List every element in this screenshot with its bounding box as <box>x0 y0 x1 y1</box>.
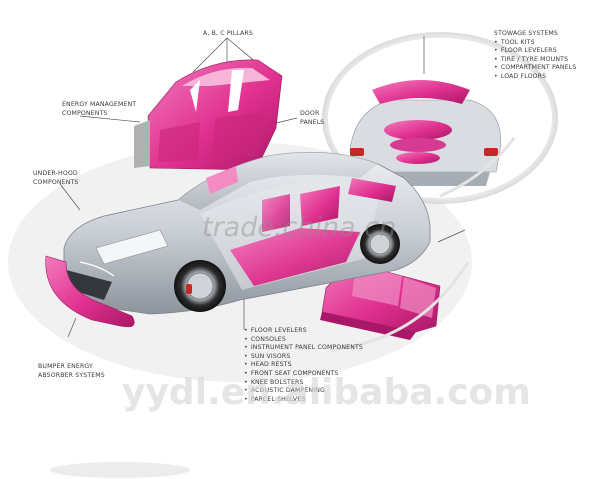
under-hood-label: UNDER-HOOD COMPONENTS <box>33 170 79 187</box>
stowage-label: STOWAGE SYSTEMS TOOL KITS FLOOR LEVELERS… <box>494 30 576 82</box>
stowage-list: TOOL KITS FLOOR LEVELERS TIRE / TYRE MOU… <box>494 39 576 82</box>
car-body <box>45 152 431 328</box>
bumper-line-1: BUMPER ENERGY <box>38 363 93 370</box>
stowage-item: COMPARTMENT PANELS <box>494 64 576 73</box>
door-panel-component <box>134 59 283 171</box>
interior-item: FRONT SEAT COMPONENTS <box>244 370 363 379</box>
stowage-item: FLOOR LEVELERS <box>494 47 576 56</box>
interior-item: PARCEL SHELVES <box>244 396 363 405</box>
pillars-label: A, B, C PILLARS <box>203 30 253 39</box>
interior-item: KNEE BOLSTERS <box>244 379 363 388</box>
bumper-label: BUMPER ENERGY ABSORBER SYSTEMS <box>38 363 105 380</box>
watermark-yydl: yydl.en.alibaba.com <box>122 372 531 413</box>
under-hood-line-1: UNDER-HOOD <box>33 170 78 177</box>
stowage-title: STOWAGE SYSTEMS <box>494 30 558 37</box>
pillars-text: A, B, C PILLARS <box>203 30 253 37</box>
door-panels-label: DOOR PANELS <box>300 110 324 127</box>
stowage-item: LOAD FLOORS <box>494 73 576 82</box>
bumper-line-2: ABSORBER SYSTEMS <box>38 371 105 379</box>
door-panels-line-2: PANELS <box>300 118 325 126</box>
stowage-item: TIRE / TYRE MOUNTS <box>494 56 576 65</box>
interior-item: HEAD RESTS <box>244 361 363 370</box>
watermark-trade-china: trade.china.cn <box>202 212 397 243</box>
interior-item: FLOOR LEVELERS <box>244 327 363 336</box>
stowage-inset <box>349 80 501 186</box>
interior-item: INSTRUMENT PANEL COMPONENTS <box>244 344 363 353</box>
interior-components-label: FLOOR LEVELERS CONSOLES INSTRUMENT PANEL… <box>244 327 363 404</box>
energy-management-line-2: COMPONENTS <box>62 109 108 117</box>
interior-item: ACOUSTIC DAMPENING <box>244 387 363 396</box>
energy-management-label: ENERGY MANAGEMENT COMPONENTS <box>62 101 136 118</box>
interior-item: SUN VISORS <box>244 353 363 362</box>
door-panels-line-1: DOOR <box>300 110 320 117</box>
interior-list: FLOOR LEVELERS CONSOLES INSTRUMENT PANEL… <box>244 327 363 404</box>
interior-item: CONSOLES <box>244 336 363 345</box>
energy-management-line-1: ENERGY MANAGEMENT <box>62 101 137 108</box>
under-hood-line-2: COMPONENTS <box>33 178 79 186</box>
stowage-item: TOOL KITS <box>494 39 576 48</box>
